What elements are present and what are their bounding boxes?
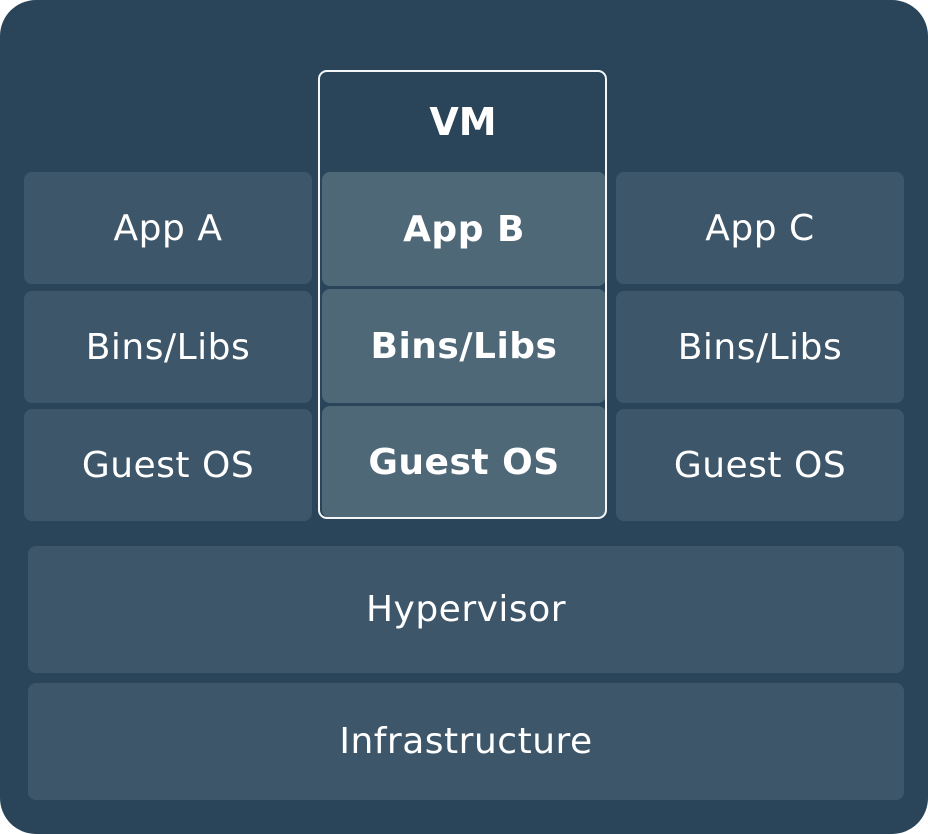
vm-outline bbox=[318, 70, 607, 519]
bins-libs-b-block: Bins/Libs bbox=[322, 289, 606, 403]
bins-libs-a-block: Bins/Libs bbox=[24, 291, 312, 403]
guest-os-c-block: Guest OS bbox=[616, 409, 904, 521]
guest-os-b-block: Guest OS bbox=[322, 406, 606, 518]
vm-label: VM bbox=[429, 100, 497, 144]
app-a-block: App A bbox=[24, 172, 312, 284]
guest-os-a-block: Guest OS bbox=[24, 409, 312, 521]
hypervisor-layer: Hypervisor bbox=[28, 546, 904, 673]
app-c-block: App C bbox=[616, 172, 904, 284]
infrastructure-layer: Infrastructure bbox=[28, 683, 904, 800]
app-b-block: App B bbox=[322, 172, 606, 286]
bins-libs-c-block: Bins/Libs bbox=[616, 291, 904, 403]
